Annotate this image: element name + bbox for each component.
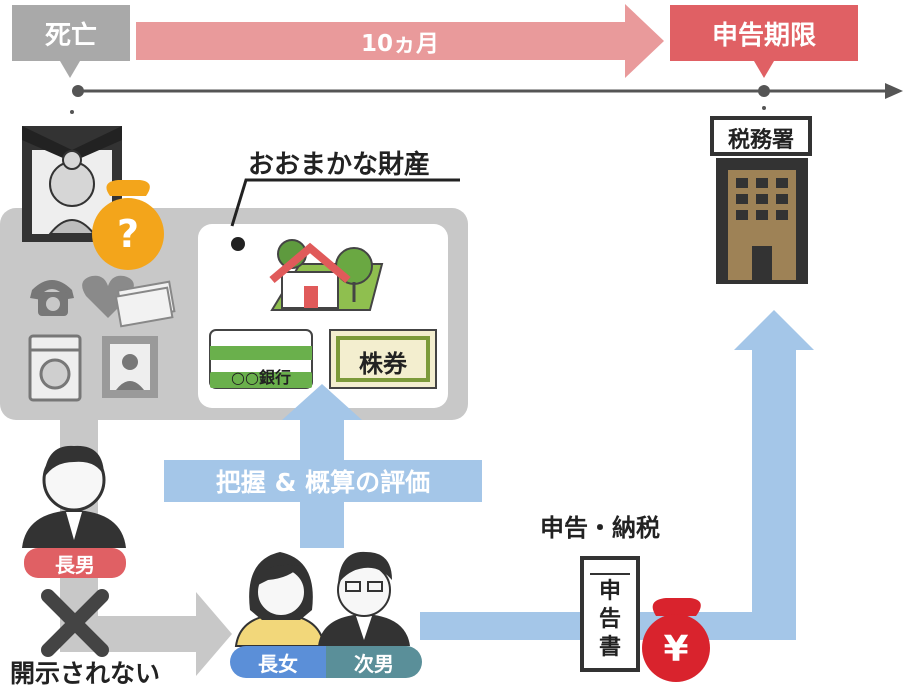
death-label-pointer bbox=[60, 61, 80, 78]
window bbox=[776, 194, 788, 204]
washing-machine-icon bbox=[28, 334, 82, 402]
evaluate-label: 把握 & 概算の評価 bbox=[215, 468, 431, 497]
heart-icon bbox=[82, 275, 134, 318]
cross-mark-icon bbox=[41, 589, 109, 657]
duration-arrow bbox=[136, 4, 664, 78]
bank-card-label: ○○銀行 bbox=[231, 368, 291, 387]
caption-pointer-dot bbox=[231, 237, 245, 251]
window bbox=[736, 194, 748, 204]
caption-pointer-line bbox=[230, 178, 460, 227]
window bbox=[756, 210, 768, 220]
eldest-son-avatar bbox=[22, 445, 126, 548]
stock-certificate-icon bbox=[329, 329, 437, 389]
estate-caption: おおまかな財産 bbox=[248, 150, 431, 180]
unknown-symbol: ? bbox=[116, 212, 140, 256]
house-icon bbox=[269, 239, 384, 311]
second-son-badge: 次男 bbox=[326, 646, 422, 678]
second-son-avatar bbox=[318, 551, 410, 646]
timeline-svg bbox=[60, 4, 903, 114]
window bbox=[736, 178, 748, 188]
file-pay-label: 申告・納税 bbox=[540, 514, 660, 542]
eldest-son-badge: 長男 bbox=[24, 548, 126, 578]
eldest-daughter-badge: 長女 bbox=[230, 646, 326, 678]
tax-office-label: 税務署 bbox=[727, 128, 794, 153]
evaluate-label-bg bbox=[164, 460, 482, 502]
window bbox=[776, 178, 788, 188]
cash-stack-icon bbox=[114, 280, 176, 328]
window bbox=[776, 210, 788, 220]
duration-label: 10ヵ月 bbox=[360, 31, 439, 57]
framed-picture-icon bbox=[102, 336, 158, 398]
document-label: 申告書 bbox=[598, 579, 621, 660]
death-label: 死亡 bbox=[12, 5, 130, 61]
timeline-end-dot bbox=[758, 85, 770, 97]
yen-symbol: ¥ bbox=[663, 628, 689, 670]
telephone-icon bbox=[30, 280, 74, 316]
window bbox=[736, 210, 748, 220]
deadline-label-pointer bbox=[754, 61, 774, 78]
connector-dot bbox=[762, 106, 766, 110]
bank-card-icon bbox=[209, 329, 313, 389]
tax-office-windows bbox=[736, 178, 792, 240]
timeline-axis-arrowhead bbox=[885, 83, 903, 99]
filing-path-arrow bbox=[420, 310, 814, 640]
yen-money-bag-icon bbox=[642, 598, 710, 682]
not-disclosed-label: 開示されない bbox=[10, 659, 161, 688]
unknown-money-bag-icon bbox=[92, 180, 164, 270]
window bbox=[756, 178, 768, 188]
eldest-daughter-avatar bbox=[234, 552, 326, 647]
tax-return-document-icon bbox=[580, 556, 640, 672]
window bbox=[756, 194, 768, 204]
connector-dot bbox=[70, 110, 74, 114]
deadline-label: 申告期限 bbox=[670, 5, 858, 61]
timeline-start-dot bbox=[72, 85, 84, 97]
stock-label: 株券 bbox=[359, 350, 407, 378]
